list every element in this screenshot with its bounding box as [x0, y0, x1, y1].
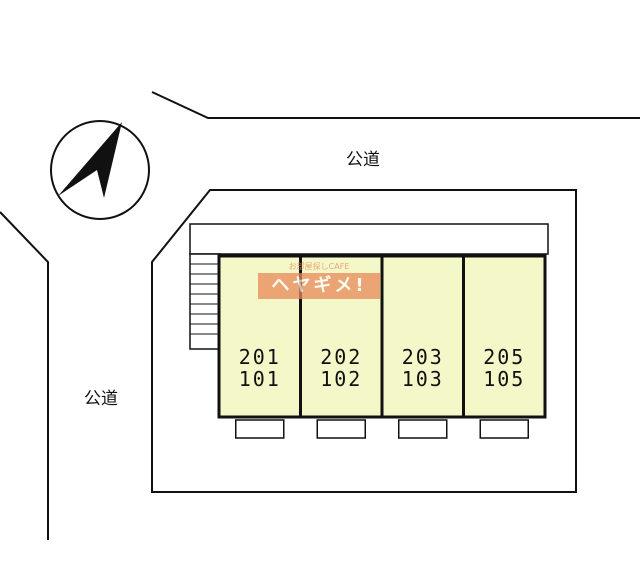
- unit-number-upper: 203: [402, 345, 444, 369]
- unit-number-upper: 201: [239, 345, 281, 369]
- road-edge-left: [0, 211, 49, 540]
- watermark-logo: お部屋探しCAFE ヘヤギメ!: [258, 262, 380, 302]
- unit-number-upper: 205: [483, 345, 525, 369]
- corridor: [189, 223, 549, 255]
- watermark-logo-text: ヘヤギメ!: [258, 273, 380, 299]
- unit-number-lower: 102: [320, 367, 362, 391]
- unit-number-lower: 103: [402, 367, 444, 391]
- watermark-small-text: お部屋探しCAFE: [288, 262, 350, 271]
- unit-room: [380, 254, 465, 419]
- unit-room: [462, 254, 547, 419]
- road-edge-top: [151, 91, 640, 119]
- north-arrow-icon: [50, 120, 150, 220]
- stairs: [189, 253, 221, 350]
- unit-number-lower: 105: [483, 367, 525, 391]
- unit-balcony: [316, 419, 366, 439]
- unit-balcony: [479, 419, 529, 439]
- unit-number-lower: 101: [239, 367, 281, 391]
- road-label-left: 公道: [84, 389, 118, 409]
- unit-balcony: [235, 419, 285, 439]
- road-label-top: 公道: [346, 150, 380, 170]
- unit-balcony: [398, 419, 448, 439]
- unit-number-upper: 202: [320, 345, 362, 369]
